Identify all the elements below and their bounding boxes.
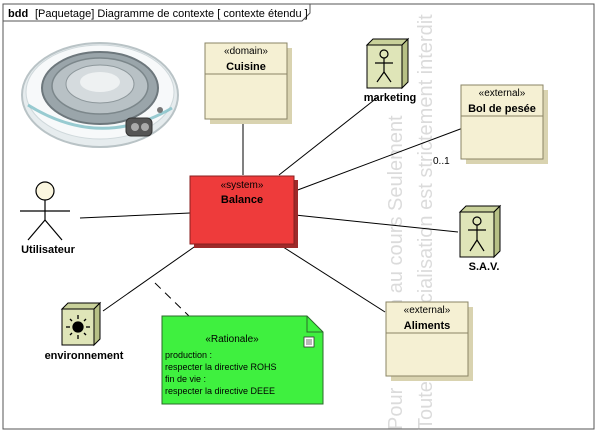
environnement-label: environnement bbox=[45, 350, 124, 362]
cuisine-stereotype: «domain» bbox=[224, 46, 268, 57]
watermark-line-1: Pour utilisation au cours Seulement bbox=[385, 115, 407, 430]
note-line-1: production : bbox=[165, 350, 212, 360]
multiplicity-label: 0..1 bbox=[433, 156, 450, 167]
balance-stereotype: «system» bbox=[221, 180, 264, 191]
aliments-name: Aliments bbox=[404, 320, 450, 332]
rationale-note[interactable]: «Rationale» production : respecter la di… bbox=[161, 315, 324, 405]
note-line-4: respecter la directive DEEE bbox=[165, 386, 275, 396]
note-icon bbox=[303, 336, 315, 348]
actor-environnement[interactable]: environnement bbox=[45, 301, 124, 362]
cuisine-name: Cuisine bbox=[226, 61, 266, 73]
frame-label: [Paquetage] Diagramme de contexte [ cont… bbox=[35, 8, 308, 20]
link-marketing-balance bbox=[278, 96, 379, 176]
utilisateur-label: Utilisateur bbox=[21, 244, 76, 256]
frame-keyword: bdd bbox=[8, 8, 28, 20]
actor-marketing[interactable]: marketing bbox=[364, 37, 417, 104]
bol-stereotype: «external» bbox=[479, 88, 526, 99]
marketing-label: marketing bbox=[364, 92, 417, 104]
frame-border bbox=[2, 3, 595, 430]
sav-label: S.A.V. bbox=[469, 261, 500, 273]
block-bol-de-pesee[interactable]: «external» Bol de pesée bbox=[460, 84, 548, 164]
aliments-stereotype: «external» bbox=[404, 305, 451, 316]
stick-figure-icon bbox=[375, 49, 393, 83]
sun-icon bbox=[66, 315, 90, 339]
block-aliments[interactable]: «external» Aliments bbox=[385, 301, 473, 381]
scale-photo bbox=[21, 42, 179, 148]
associations bbox=[79, 96, 464, 318]
actor-utilisateur[interactable]: Utilisateur bbox=[20, 181, 76, 256]
link-utilisateur-balance bbox=[79, 212, 191, 219]
stick-figure-icon bbox=[468, 216, 486, 252]
link-sav-balance bbox=[294, 214, 459, 233]
block-cuisine[interactable]: «domain» Cuisine bbox=[204, 42, 292, 124]
stick-figure-icon bbox=[20, 181, 70, 241]
note-anchor bbox=[154, 282, 191, 318]
note-line-3: fin de vie : bbox=[165, 374, 206, 384]
balance-name: Balance bbox=[221, 194, 263, 206]
note-stereotype: «Rationale» bbox=[205, 334, 259, 345]
frame-tab bbox=[3, 4, 311, 22]
link-environnement-balance bbox=[102, 244, 198, 312]
bol-name: Bol de pesée bbox=[468, 103, 536, 115]
block-balance[interactable]: «system» Balance bbox=[189, 175, 298, 248]
link-aliments-balance bbox=[279, 244, 386, 313]
actor-sav[interactable]: S.A.V. bbox=[458, 204, 502, 273]
link-bol-balance bbox=[294, 127, 464, 192]
note-line-2: respecter la directive ROHS bbox=[165, 362, 277, 372]
